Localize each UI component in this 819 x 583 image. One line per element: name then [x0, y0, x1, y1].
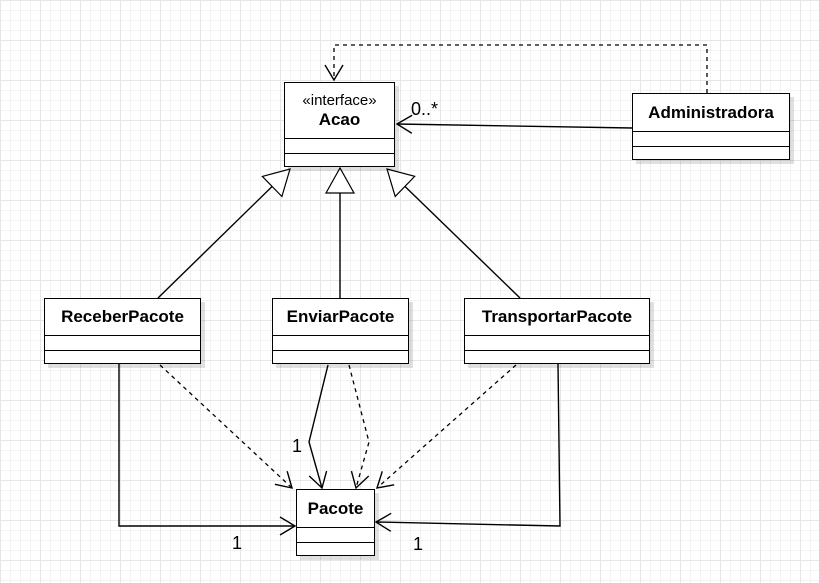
dependency-enviar-to-pacote[interactable] — [348, 364, 370, 490]
class-pacote-operations — [297, 543, 374, 557]
class-transportar-pacote-attributes — [465, 336, 649, 351]
class-acao-attributes — [285, 139, 394, 154]
class-receber-pacote-header: ReceberPacote — [45, 299, 200, 336]
class-receber-pacote[interactable]: ReceberPacote — [44, 298, 201, 364]
class-transportar-pacote-operations — [465, 351, 649, 365]
generalization-receber-to-acao[interactable] — [157, 168, 291, 299]
class-enviar-pacote[interactable]: EnviarPacote — [272, 298, 409, 364]
class-administradora-name: Administradora — [648, 102, 774, 122]
multiplicity-receber-pacote: 1 — [232, 533, 243, 553]
class-transportar-pacote-header: TransportarPacote — [465, 299, 649, 336]
class-acao-header: «interface» Acao — [285, 83, 394, 139]
association-administradora-to-acao[interactable] — [395, 114, 633, 134]
class-administradora[interactable]: Administradora — [632, 93, 790, 160]
dependency-administradora-to-acao[interactable] — [324, 44, 708, 93]
class-receber-pacote-attributes — [45, 336, 200, 351]
class-administradora-operations — [633, 147, 789, 161]
class-enviar-pacote-header: EnviarPacote — [273, 299, 408, 336]
class-acao-name: Acao — [318, 109, 361, 129]
class-administradora-attributes — [633, 132, 789, 147]
dependency-receber-to-pacote[interactable] — [159, 364, 293, 489]
class-enviar-pacote-name: EnviarPacote — [286, 307, 395, 326]
class-transportar-pacote-name: TransportarPacote — [481, 307, 633, 326]
class-acao-operations — [285, 154, 394, 167]
class-transportar-pacote[interactable]: TransportarPacote — [464, 298, 650, 364]
class-pacote-header: Pacote — [297, 490, 374, 528]
generalization-transportar-to-acao[interactable] — [386, 168, 521, 299]
class-enviar-pacote-attributes — [273, 336, 408, 351]
multiplicity-acao-administradora: 0..* — [411, 99, 439, 119]
association-receber-to-pacote[interactable] — [118, 364, 297, 536]
association-enviar-to-pacote[interactable] — [308, 364, 329, 490]
class-pacote-name: Pacote — [307, 498, 364, 518]
multiplicity-enviar-pacote: 1 — [292, 436, 303, 456]
class-administradora-header: Administradora — [633, 94, 789, 132]
class-acao[interactable]: «interface» Acao — [284, 82, 395, 167]
dependency-transportar-to-pacote[interactable] — [375, 364, 517, 489]
class-receber-pacote-operations — [45, 351, 200, 365]
class-receber-pacote-name: ReceberPacote — [61, 307, 184, 326]
association-transportar-to-pacote[interactable] — [374, 363, 561, 532]
class-enviar-pacote-operations — [273, 351, 408, 365]
class-pacote-attributes — [297, 528, 374, 543]
class-pacote[interactable]: Pacote — [296, 489, 375, 556]
class-acao-stereotype: «interface» — [302, 91, 377, 109]
multiplicity-transportar-pacote: 1 — [413, 534, 424, 554]
